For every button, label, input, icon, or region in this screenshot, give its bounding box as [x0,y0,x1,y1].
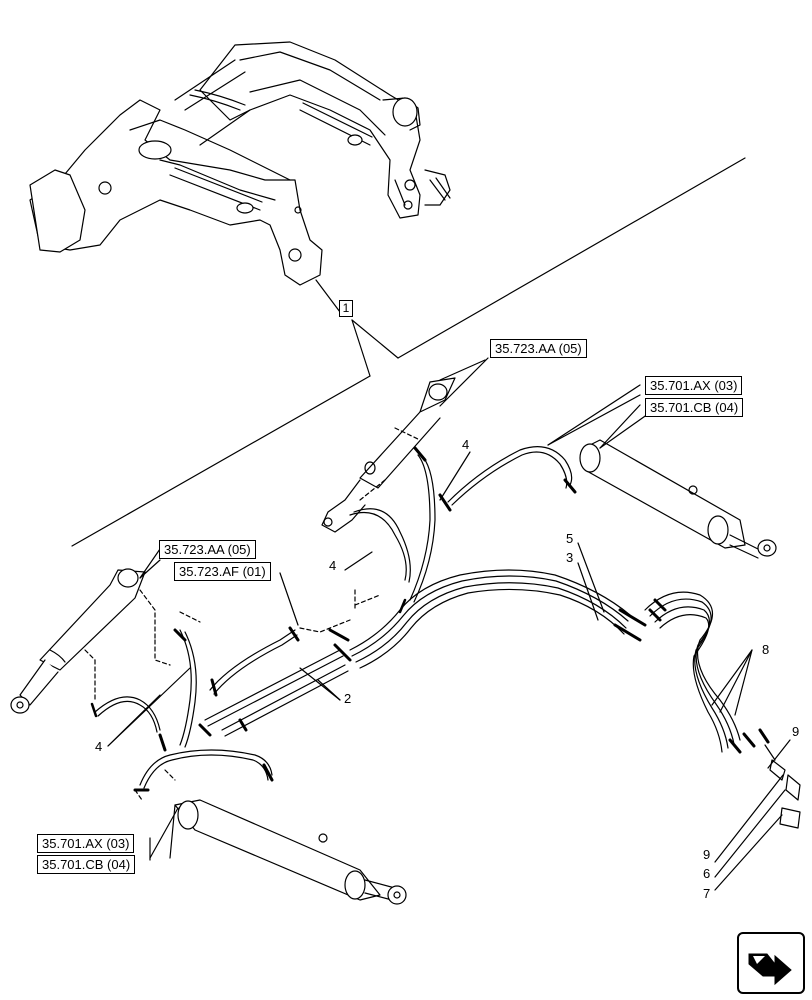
couplers-drawing [714,739,801,891]
long-hoses-3-5-drawing [349,542,647,669]
callout-5: 5 [566,531,574,546]
section-divider-lines [71,157,746,547]
bottom-cylinder-drawing [133,749,407,905]
callout-8: 8 [762,642,770,657]
callout-4-left: 4 [95,739,103,754]
ref-box-35-723-aa-left[interactable]: 35.723.AA (05) [159,540,256,559]
ref-box-35-701-ax-right[interactable]: 35.701.AX (03) [645,376,743,395]
callout-4-top: 4 [462,437,470,452]
callout-4-mid: 4 [329,558,337,573]
long-hose-right-drawing [447,394,641,506]
upper-lift-cylinder-drawing [321,357,489,533]
ref-box-35-723-af[interactable]: 35.723.AF (01) [174,562,271,581]
right-cylinder-drawing [579,413,777,559]
callout-1-assembly: 1 [339,300,353,317]
callout-6: 6 [703,866,711,881]
callout-9-left: 9 [703,847,711,862]
callout-leader-lines [139,359,776,761]
callout-3: 3 [566,550,574,565]
hoses-8-drawing [644,591,770,754]
next-page-arrow-icon[interactable] [737,932,805,994]
callout-7: 7 [703,886,711,901]
ref-box-35-701-ax-bottom[interactable]: 35.701.AX (03) [37,834,135,853]
loader-frame-drawing [29,41,451,286]
left-lift-cylinder-drawing [10,559,161,714]
callout-2: 2 [344,691,352,706]
hose-pair-drawing [198,589,381,737]
callout-9-right: 9 [792,724,800,739]
ref-box-35-701-cb-bottom[interactable]: 35.701.CB (04) [37,855,136,874]
arrow-glyph-icon [748,953,792,986]
upper-hoses-drawing [344,446,471,614]
ref-box-35-701-cb-right[interactable]: 35.701.CB (04) [645,398,744,417]
lower-left-hoses-drawing [90,611,300,752]
ref-box-35-723-aa-top[interactable]: 35.723.AA (05) [490,339,587,358]
